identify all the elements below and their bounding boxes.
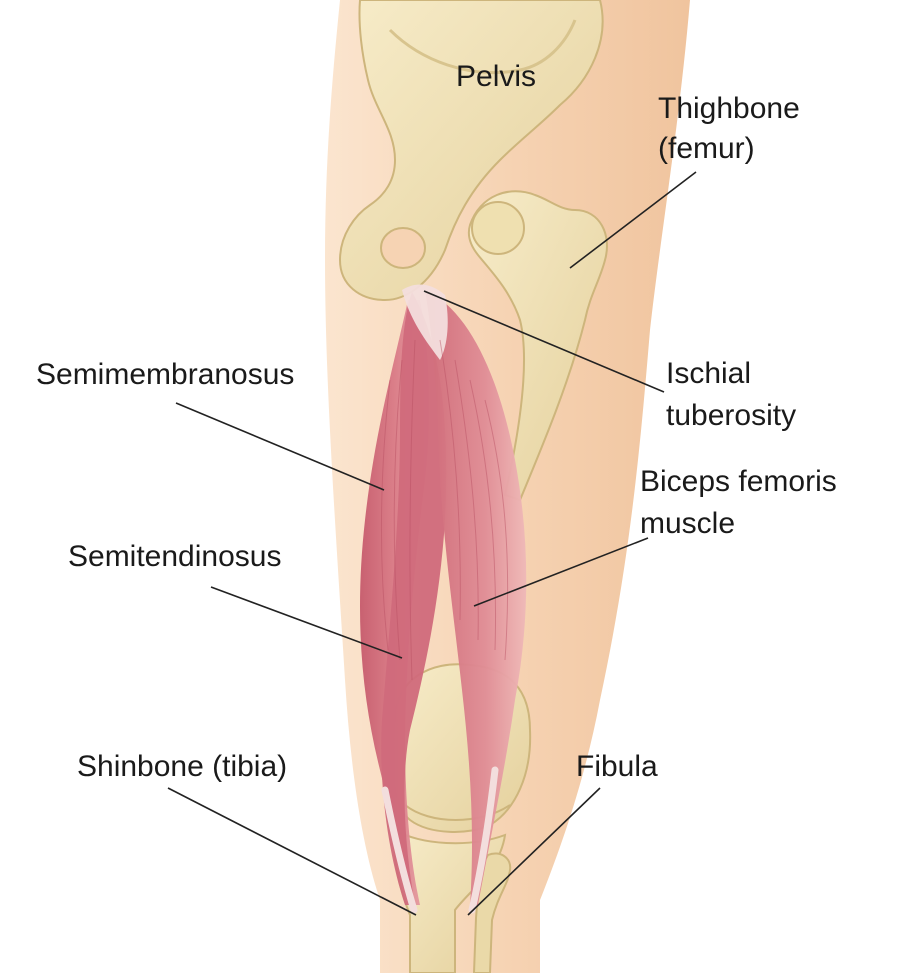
label-ischial-line1: Ischial: [666, 357, 752, 390]
label-thighbone-line2: (femur): [658, 132, 755, 165]
leader-thighbone: [569, 171, 697, 269]
proximal-tendon: [402, 284, 448, 360]
label-biceps-line1: Biceps femoris: [640, 465, 837, 498]
label-semimembranosus: Semimembranosus: [36, 358, 295, 391]
muscle-fibers: [380, 339, 509, 681]
label-biceps-line2: muscle: [640, 507, 736, 540]
leader-shinbone: [167, 787, 417, 916]
leader-biceps: [473, 537, 649, 607]
pelvis-bone: [338, 0, 604, 302]
label-semitendinosus: Semitendinosus: [68, 540, 282, 573]
semitendinosus-muscle: [381, 292, 447, 905]
femoral-head: [471, 201, 525, 255]
leader-semitendinosus: [210, 586, 403, 659]
label-fibula: Fibula: [576, 750, 658, 783]
obturator-foramen: [380, 227, 426, 269]
biceps-femoris-muscle: [425, 290, 527, 905]
leader-fibula: [467, 787, 601, 916]
femur-bone: [467, 190, 608, 502]
pelvis-ridge: [388, 19, 577, 75]
label-pelvis: Pelvis: [456, 60, 537, 93]
distal-tendon-lateral: [468, 766, 499, 914]
label-ischial-line2: tuberosity: [666, 399, 797, 432]
label-thighbone-line1: Thighbone: [658, 92, 800, 125]
distal-tendon-medial: [381, 786, 418, 914]
leader-lines: [167, 171, 697, 916]
label-shinbone: Shinbone (tibia): [77, 750, 288, 783]
leader-semimembranosus: [175, 402, 385, 491]
leader-ischial: [423, 290, 665, 393]
knee-condyle-line: [404, 804, 511, 821]
